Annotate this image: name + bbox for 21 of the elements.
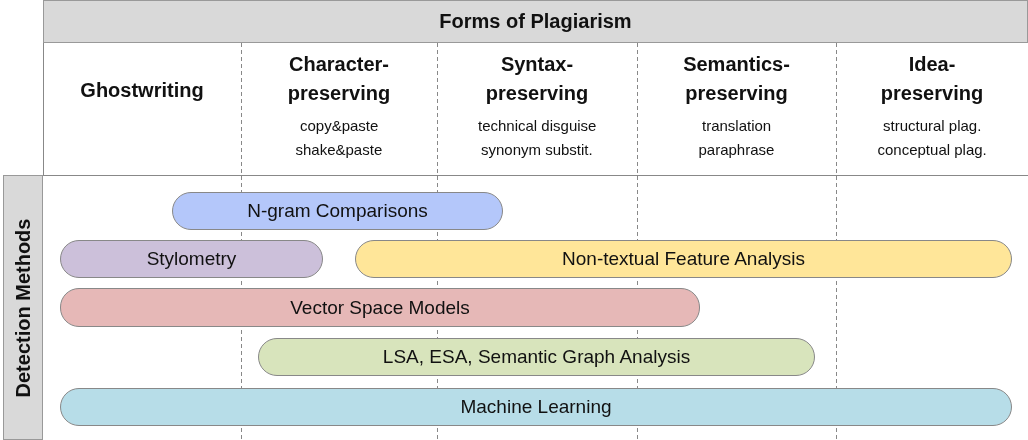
- column-subheading: structural plag.: [883, 117, 982, 134]
- column-subheading: conceptual plag.: [877, 141, 987, 158]
- column-heading: Ghostwriting: [79, 78, 205, 103]
- column-subheading: synonym substit.: [481, 141, 593, 158]
- method-bar: LSA, ESA, Semantic Graph Analysis: [258, 338, 815, 376]
- column-subheading: technical disguise: [478, 117, 597, 134]
- column-subheading: paraphrase: [698, 141, 775, 158]
- method-bar: Machine Learning: [60, 388, 1012, 426]
- column-heading: Character- preserving: [286, 52, 392, 106]
- column-heading: Syntax- preserving: [484, 52, 590, 106]
- method-bar: N-gram Comparisons: [172, 192, 503, 230]
- method-bar: Vector Space Models: [60, 288, 700, 327]
- column-heading: Idea- preserving: [879, 52, 985, 106]
- column-heading: Semantics- preserving: [682, 52, 791, 106]
- column-subheading: translation: [702, 117, 772, 134]
- header-band: Forms of Plagiarism: [43, 0, 1028, 43]
- side-header-band: Detection Methods: [3, 175, 43, 440]
- column-subheading: copy&paste: [300, 117, 379, 134]
- method-bar: Non-textual Feature Analysis: [355, 240, 1012, 278]
- column-subheading: shake&paste: [295, 141, 383, 158]
- method-bar: Stylometry: [60, 240, 323, 278]
